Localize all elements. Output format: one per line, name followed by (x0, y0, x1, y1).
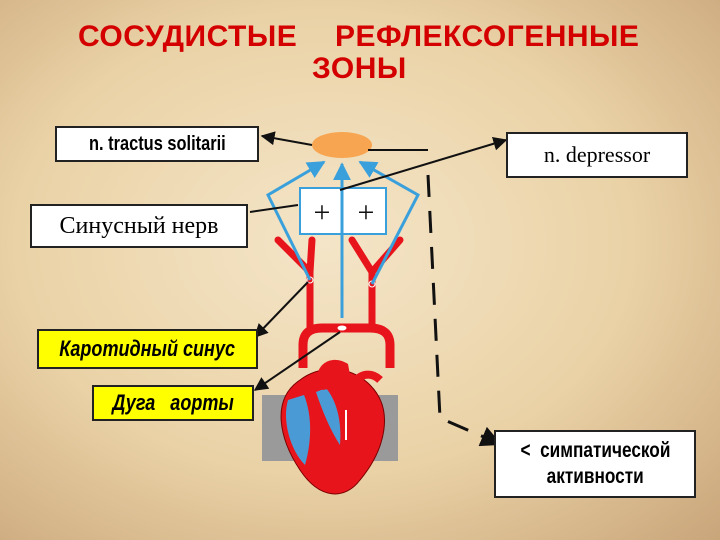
plus-left: + (314, 196, 331, 229)
right-carotid (348, 236, 404, 332)
tractus-solitarii-box: n. tractus solitarii (55, 126, 259, 162)
carotid-sinus-label: Каротидный синус (59, 336, 236, 361)
depressor-label: n. depressor (543, 142, 651, 167)
sinus-nerve-label: Синусный нерв (59, 212, 219, 239)
sympathetic-label-line1: < симпатической (520, 439, 670, 462)
sinus-nerve-box: Синусный нерв (30, 204, 248, 248)
title-line2: ЗОНЫ (312, 52, 407, 85)
tractus-solitarii-label: n. tractus solitarii (88, 132, 226, 155)
title-line1-b: РЕФЛЕКСОГЕННЫЕ (335, 20, 640, 53)
efferent-dashed-path (426, 174, 502, 447)
depressor-box: n. depressor (506, 132, 688, 178)
vasomotor-center-node (312, 132, 372, 158)
aortic-arch-box: Дуга аорты (92, 385, 254, 421)
plus-right: + (358, 196, 375, 229)
afferent-nerves (266, 160, 420, 318)
sympathetic-label-line2: активности (546, 465, 644, 488)
aortic-receptor (336, 324, 348, 332)
connector-arrows (249, 131, 508, 391)
carotid-sinus-box: Каротидный синус (37, 329, 258, 369)
aortic-arch-label: Дуга аорты (112, 390, 234, 415)
title-line1-a: СОСУДИСТЫЕ (78, 20, 298, 53)
sympathetic-box: < симпатической активности (494, 430, 696, 498)
heart-illustration (262, 359, 398, 495)
